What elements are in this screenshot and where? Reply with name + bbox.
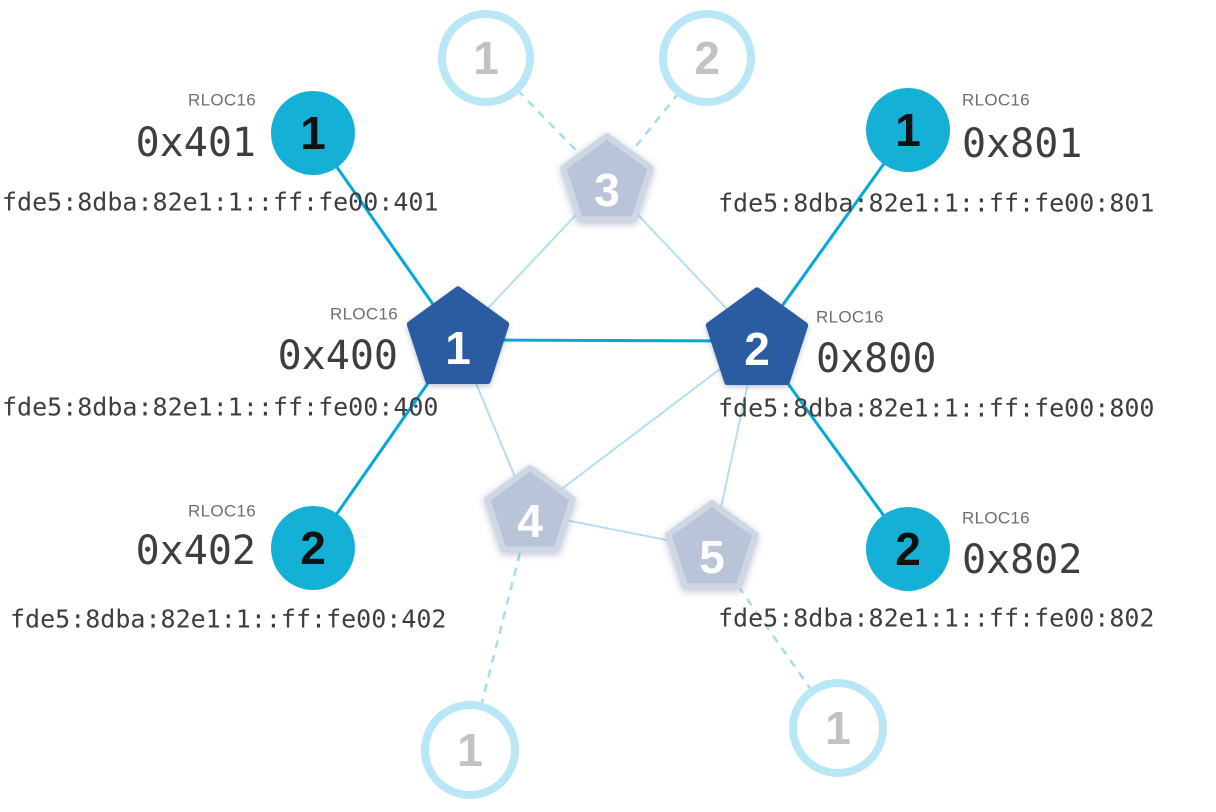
node-child-402[interactable]: 2 — [271, 506, 355, 590]
child-circle-icon — [271, 506, 355, 590]
node-child-802[interactable]: 2 — [866, 507, 950, 591]
node-router-4[interactable]: 4 — [484, 465, 576, 553]
node-router-1[interactable]: 1 — [406, 286, 510, 384]
faded-circle-icon — [659, 10, 755, 106]
node-number: 1 — [445, 322, 471, 374]
edge-weak-router-4-router-2 — [529, 340, 758, 514]
router-pentagon-icon — [705, 287, 809, 385]
node-number: 1 — [895, 104, 921, 156]
node-router-5[interactable]: 5 — [665, 500, 759, 590]
nodes-layer: 1 1 1 2 2 2 3 4 5 1 2 1 1 — [271, 10, 950, 799]
faded-circle-icon — [438, 10, 534, 106]
edge-dashed-faded-top-2-router-3 — [606, 57, 708, 183]
node-number: 1 — [300, 107, 326, 159]
child-circle-icon — [271, 91, 355, 175]
node-child-801[interactable]: 1 — [866, 88, 950, 172]
node-number: 1 — [457, 724, 483, 776]
node-number: 2 — [694, 32, 720, 84]
node-number: 1 — [825, 702, 851, 754]
faded-circle-icon — [789, 679, 887, 777]
child-circle-icon — [866, 88, 950, 172]
node-number: 5 — [699, 531, 725, 583]
node-faded-top-2[interactable]: 2 — [659, 10, 755, 106]
node-number: 2 — [895, 523, 921, 575]
router-pentagon-icon — [665, 500, 759, 590]
node-number: 3 — [594, 164, 620, 216]
router-pentagon-icon — [560, 133, 654, 223]
node-router-3[interactable]: 3 — [560, 133, 654, 223]
node-faded-bottom-2[interactable]: 1 — [789, 679, 887, 777]
faded-circle-icon — [421, 701, 519, 799]
edge-strong-router-1-router-2 — [457, 338, 758, 343]
node-number: 4 — [517, 495, 543, 547]
node-faded-top-1[interactable]: 1 — [438, 10, 534, 106]
node-number: 2 — [300, 522, 326, 574]
edge-dashed-faded-bottom-1-router-4 — [468, 512, 532, 751]
node-number: 2 — [744, 323, 770, 375]
router-pentagon-icon — [406, 286, 510, 384]
node-faded-bottom-1[interactable]: 1 — [421, 701, 519, 799]
node-child-401[interactable]: 1 — [271, 91, 355, 175]
node-router-2[interactable]: 2 — [705, 287, 809, 385]
node-number: 1 — [473, 32, 499, 84]
router-pentagon-icon — [484, 465, 576, 553]
child-circle-icon — [866, 507, 950, 591]
